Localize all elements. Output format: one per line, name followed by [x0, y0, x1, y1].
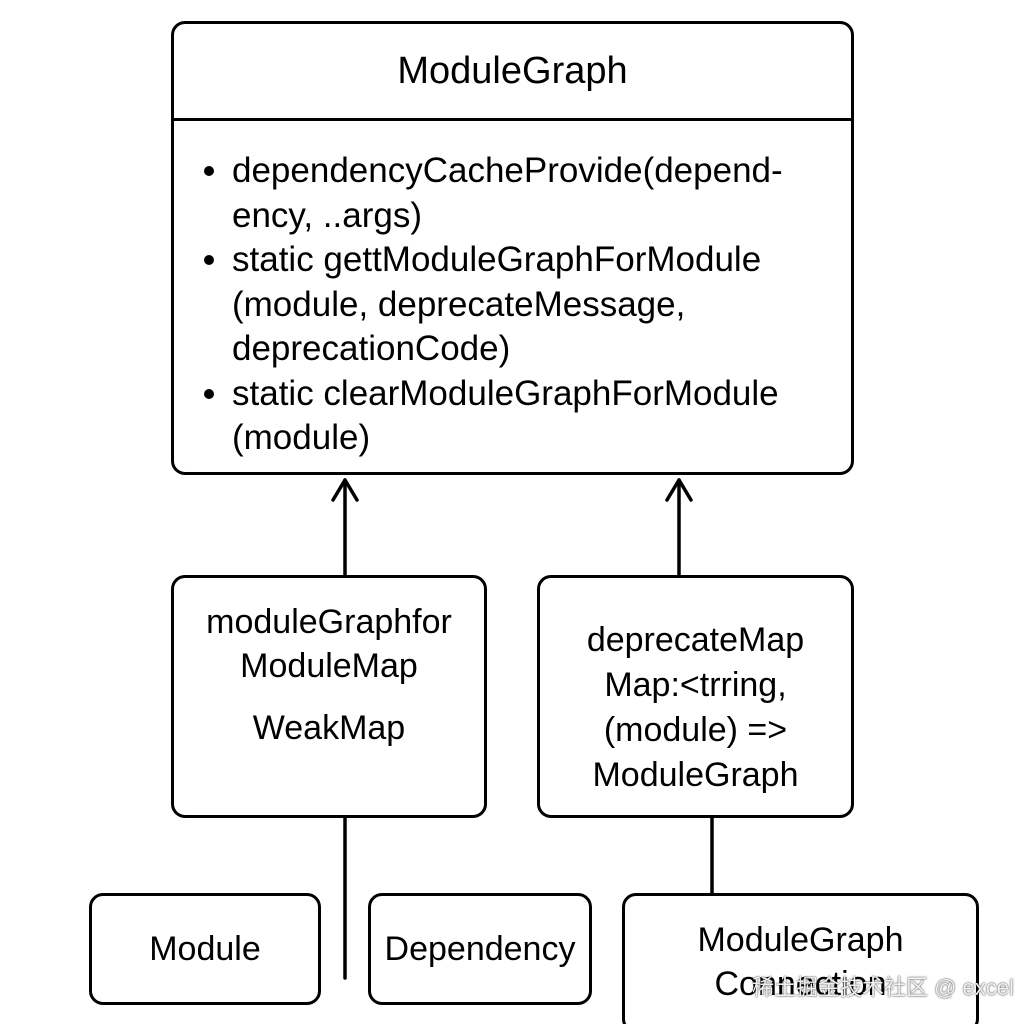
method-list: dependencyCacheProvide(depend- ency, ..a… [174, 121, 851, 461]
watermark: 稀土掘金技术社区 @ excel [752, 975, 1014, 1000]
dependency-label: Dependency [384, 929, 576, 968]
modulegraph-connection-box: ModuleGraph Connection [622, 893, 979, 1024]
method-item: static clearModuleGraphForModule (module… [200, 372, 821, 461]
weakmap-box: moduleGraphfor ModuleMap WeakMap [171, 575, 487, 818]
modulegraph-class-box: ModuleGraph dependencyCacheProvide(depen… [171, 21, 854, 475]
arrowhead-right [665, 478, 693, 502]
method-item: dependencyCacheProvide(depend- ency, ..a… [200, 149, 821, 238]
weakmap-name: moduleGraphfor ModuleMap [206, 603, 452, 685]
dependency-box: Dependency [368, 893, 592, 1005]
module-label: Module [149, 929, 261, 968]
module-box: Module [89, 893, 321, 1005]
weakmap-type: WeakMap [252, 709, 406, 747]
deprecate-map-text: deprecateMap Map:<trring, (module) => Mo… [586, 621, 805, 794]
modulegraph-connection-label: ModuleGraph Connection [697, 921, 904, 1003]
modulegraph-title: ModuleGraph [174, 24, 851, 121]
method-item: static gettModuleGraphForModule (module,… [200, 238, 821, 372]
arrowhead-left [331, 478, 359, 502]
deprecate-map-box: deprecateMap Map:<trring, (module) => Mo… [537, 575, 854, 818]
